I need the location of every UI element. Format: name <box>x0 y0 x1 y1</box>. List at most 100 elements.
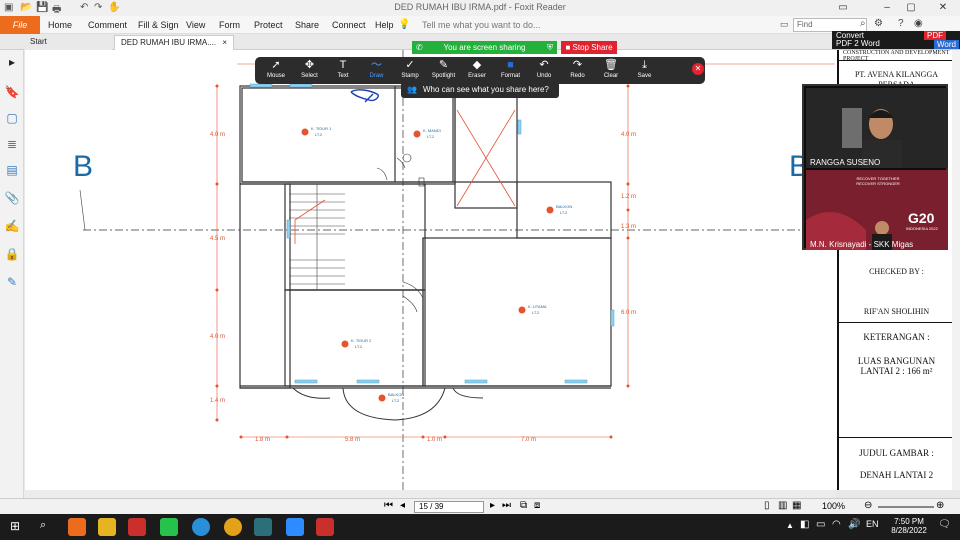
tool-format-button[interactable]: ■Format <box>494 59 528 82</box>
room-sub-1: LT.2 <box>315 132 323 137</box>
tool-clear-button[interactable]: 🗑Clear <box>594 59 628 82</box>
signature-icon[interactable]: ✍ <box>4 219 20 233</box>
foxit-taskbar-icon[interactable] <box>68 518 86 536</box>
find-input[interactable]: Find <box>793 18 867 32</box>
menu-help[interactable]: Help <box>375 20 394 30</box>
tool-spotlight-button[interactable]: ✎Spotlight <box>427 59 461 82</box>
zoom-slider[interactable] <box>878 506 934 508</box>
line-icon[interactable] <box>160 518 178 536</box>
search-icon[interactable]: ⌕ <box>860 18 866 29</box>
clock[interactable]: 7:50 PM 8/28/2022 <box>886 517 932 535</box>
bookmark-icon[interactable]: 🔖 <box>4 85 20 99</box>
save-icon[interactable]: 💾 <box>36 2 49 13</box>
file-tab[interactable]: File <box>0 16 40 34</box>
attachment-icon[interactable]: 📎 <box>4 191 20 205</box>
tool-eraser-button[interactable]: ◆Eraser <box>460 59 494 82</box>
page-layout-icon[interactable]: ⧈ <box>534 500 541 511</box>
lock-icon[interactable]: 🔒 <box>4 247 20 261</box>
zoom-out-icon[interactable]: ⊖ <box>864 500 873 511</box>
notification-icon[interactable]: 🗨 <box>938 519 951 530</box>
horizontal-scrollbar[interactable] <box>24 490 836 498</box>
tab-start[interactable]: Start <box>24 35 112 50</box>
menu-connect[interactable]: Connect <box>332 20 366 30</box>
room-tag-6: BALKON <box>388 392 404 397</box>
store-icon[interactable] <box>254 518 272 536</box>
search-toggle-icon[interactable]: ▭ <box>780 19 789 29</box>
tool-draw-button[interactable]: 〜Draw <box>360 59 394 82</box>
vertical-scrollbar[interactable] <box>952 50 960 490</box>
search-icon[interactable]: ⌕ <box>40 519 47 531</box>
file-explorer-icon[interactable] <box>98 518 116 536</box>
zoom-in-icon[interactable]: ⊕ <box>936 500 945 511</box>
menu-protect[interactable]: Protect <box>254 20 283 30</box>
open-icon[interactable]: 📂 <box>20 2 33 13</box>
dim-left-4: 1.4 m <box>210 398 225 404</box>
continuous-icon[interactable]: ▥ <box>778 500 788 511</box>
menu-home[interactable]: Home <box>48 20 73 30</box>
convert-pdf-word-badge[interactable]: Convert PDF 2 Word PDF Word <box>832 31 960 49</box>
copy-icon[interactable]: ⧉ <box>520 500 528 511</box>
redo-icon[interactable]: ↷ <box>94 2 103 13</box>
language-icon[interactable]: EN <box>866 519 879 529</box>
pages-icon[interactable]: ▢ <box>6 111 18 125</box>
room-sub-6: LT.2 <box>392 398 400 403</box>
tool-stamp-button[interactable]: ✓Stamp <box>393 59 427 82</box>
first-page-icon[interactable]: ⏮ <box>384 500 393 511</box>
tool-redo-button[interactable]: ↷Redo <box>561 59 595 82</box>
help-icon[interactable]: ? <box>898 18 904 29</box>
tools-icon[interactable]: ✎ <box>6 275 18 289</box>
tray-chevron-icon[interactable]: ▲ <box>786 521 794 530</box>
restore-ribbon-icon[interactable]: ▭ <box>838 2 848 13</box>
pdf-page-canvas[interactable]: 4.0 m 4.5 m 4.0 m 1.4 m 4.0 m 1.2 m 1.3 … <box>25 50 837 490</box>
participant-video-2[interactable]: RECOVER TOGETHER RECOVER STRONGER G20 IN… <box>806 170 948 250</box>
wifi-icon[interactable]: ◠ <box>832 519 841 530</box>
tool-save-button[interactable]: ⤓Save <box>628 59 662 82</box>
minimize-button[interactable]: – <box>884 2 890 13</box>
tell-me-search[interactable]: Tell me what you want to do... <box>422 20 541 30</box>
tool-undo-button[interactable]: ↶Undo <box>527 59 561 82</box>
print-icon[interactable]: 🖶 <box>52 4 62 15</box>
participant-video-1[interactable]: RANGGA SUSENO <box>806 88 948 168</box>
single-page-icon[interactable]: ▯ <box>764 500 770 511</box>
title-bar: ▣ 📂 💾 🖶 ↶ ↷ ✋ DED RUMAH IBU IRMA.pdf - F… <box>0 0 960 16</box>
last-page-icon[interactable]: ⏭ <box>502 500 511 511</box>
page-number-field[interactable]: 15 / 39 <box>414 501 484 513</box>
battery-icon[interactable]: ▭ <box>816 519 826 530</box>
close-button[interactable]: ✕ <box>938 2 948 13</box>
who-can-see-banner[interactable]: 👥 Who can see what you share here? <box>401 82 559 98</box>
stop-share-button[interactable]: ■ Stop Share <box>561 41 617 54</box>
prev-page-icon[interactable]: ◂ <box>400 500 406 511</box>
comments-icon[interactable]: ▤ <box>6 163 18 177</box>
menu-form[interactable]: Form <box>219 20 240 30</box>
acrobat-icon[interactable] <box>128 518 146 536</box>
video-panel[interactable]: RANGGA SUSENO RECOVER TOGETHER RECOVER S… <box>802 84 948 250</box>
user-icon[interactable]: ◉ <box>914 18 923 29</box>
menu-view[interactable]: View <box>186 20 206 30</box>
close-tab-icon[interactable]: × <box>222 38 227 47</box>
tray-icon[interactable]: ◧ <box>800 519 810 530</box>
close-toolbar-icon[interactable]: ✕ <box>692 63 704 75</box>
acrobat-reader-icon[interactable] <box>316 518 334 536</box>
menu-fill-sign[interactable]: Fill & Sign <box>138 20 179 30</box>
maximize-button[interactable]: ▢ <box>906 2 916 13</box>
tool-select-button[interactable]: ✥Select <box>293 59 327 82</box>
zoom-icon[interactable] <box>286 518 304 536</box>
undo-icon[interactable]: ↶ <box>80 2 89 13</box>
menu-share[interactable]: Share <box>295 20 320 30</box>
facing-icon[interactable]: ▦ <box>792 500 802 511</box>
layers-icon[interactable]: ≣ <box>6 137 18 151</box>
tool-mouse-button[interactable]: ➚Mouse <box>259 59 293 82</box>
next-page-icon[interactable]: ▸ <box>490 500 496 511</box>
tab-document[interactable]: DED RUMAH IBU IRMA.... × <box>114 35 234 50</box>
clock-time: 7:50 PM <box>894 517 924 526</box>
volume-icon[interactable]: 🔊 <box>848 519 861 530</box>
zoom-level[interactable]: 100% <box>822 501 846 511</box>
gear-icon[interactable]: ⚙ <box>874 18 883 29</box>
edge-icon[interactable] <box>192 518 210 536</box>
windows-start-icon[interactable]: ⊞ <box>10 519 21 533</box>
chrome-icon[interactable] <box>224 518 242 536</box>
menu-comment[interactable]: Comment <box>88 20 128 30</box>
hand-tool-icon[interactable]: ✋ <box>108 2 121 13</box>
expand-panel-icon[interactable]: ▸ <box>8 55 16 69</box>
